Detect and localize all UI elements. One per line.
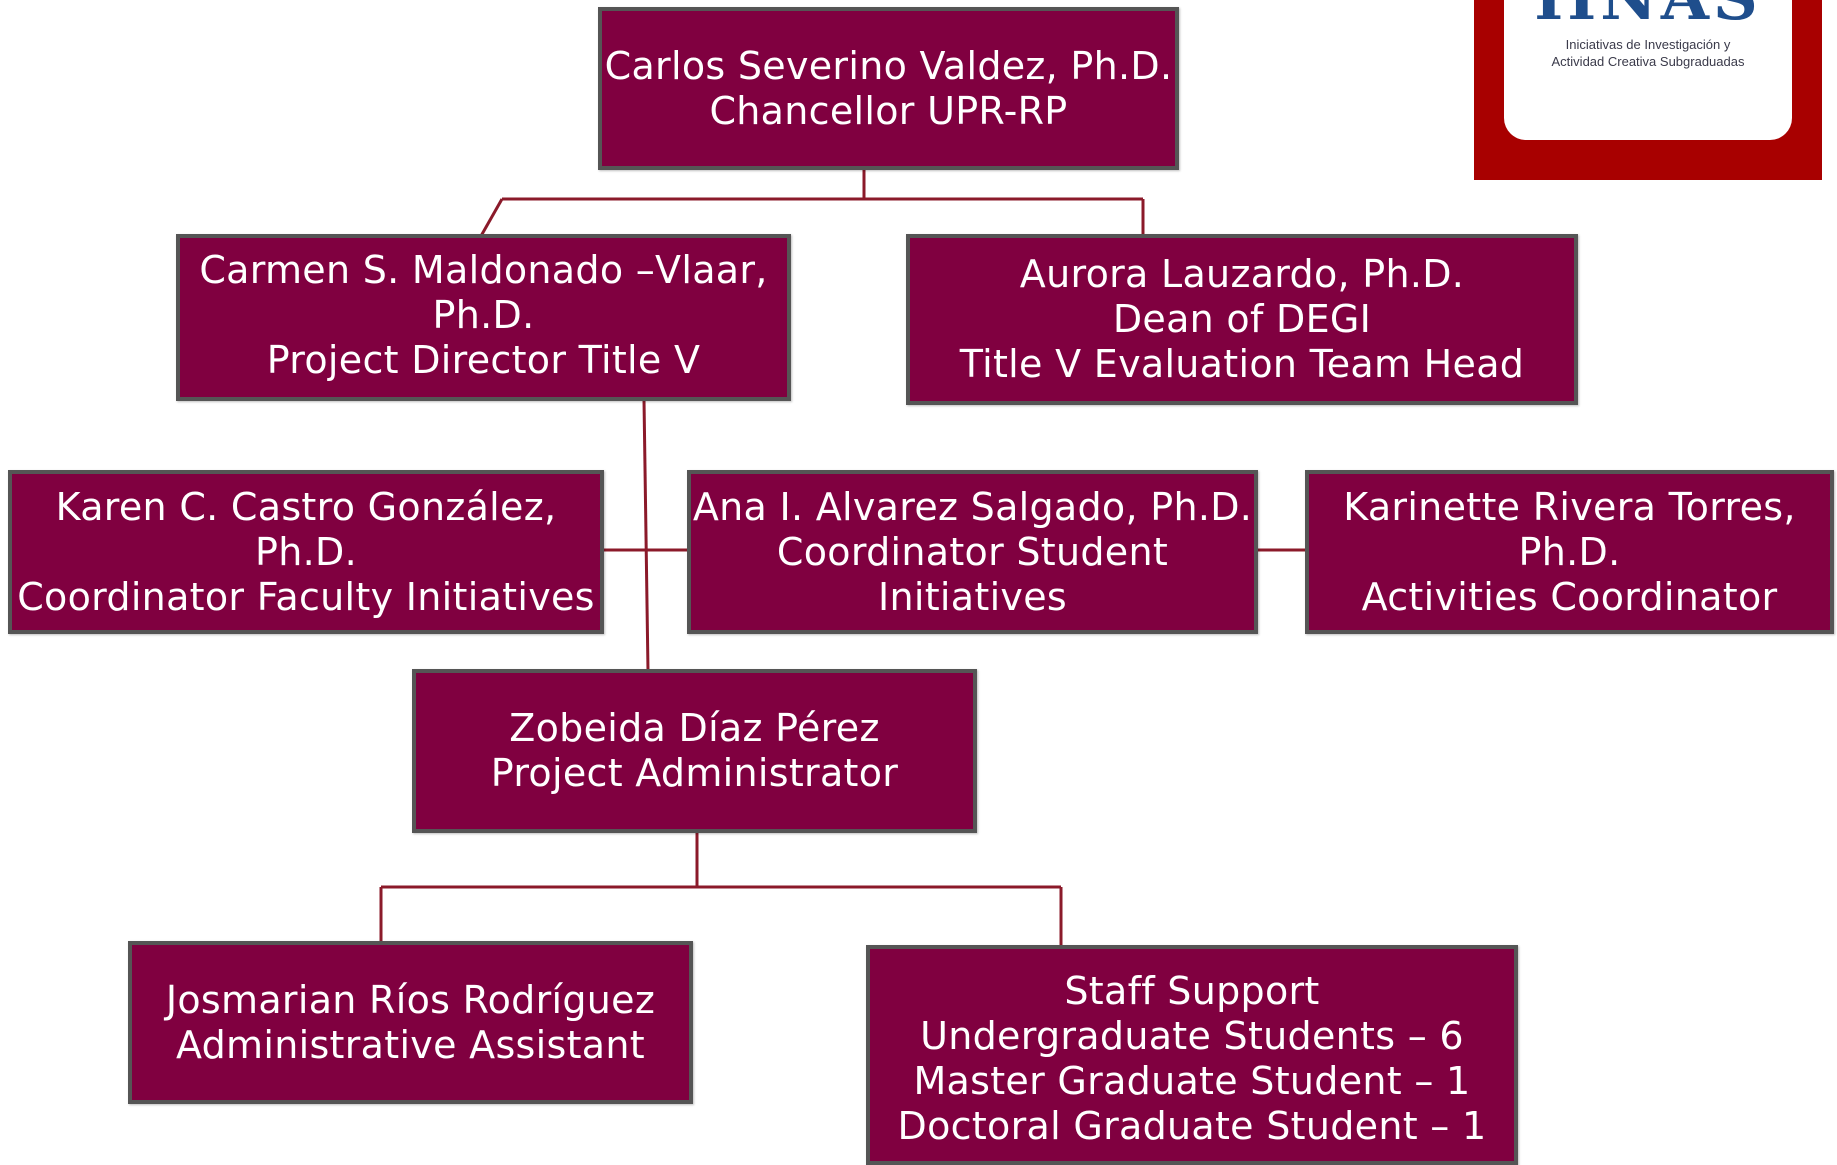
staff-support-doctoral: Doctoral Graduate Student – 1 bbox=[897, 1104, 1487, 1148]
staff-support-undergraduate: Undergraduate Students – 6 bbox=[920, 1014, 1464, 1058]
activities-coordinator-name: Karinette Rivera Torres, bbox=[1343, 484, 1796, 529]
faculty-coordinator-degree: Ph.D. bbox=[255, 529, 357, 574]
chancellor-name: Carlos Severino Valdez, Ph.D. bbox=[604, 43, 1173, 88]
logo-panel: IINAS Iniciativas de Investigación y Act… bbox=[1504, 0, 1792, 140]
logo-subtitle-line2: Actividad Creativa Subgraduadas bbox=[1551, 54, 1745, 69]
activities-coordinator-degree: Ph.D. bbox=[1518, 529, 1621, 574]
dean-title: Title V Evaluation Team Head bbox=[959, 342, 1525, 386]
connector-director-to-administrator bbox=[642, 399, 650, 672]
node-faculty-coordinator: Karen C. Castro González, Ph.D. Coordina… bbox=[8, 470, 604, 634]
staff-support-master: Master Graduate Student – 1 bbox=[913, 1059, 1471, 1103]
project-director-degree: Ph.D. bbox=[432, 293, 535, 337]
activities-coordinator-title: Activities Coordinator bbox=[1361, 574, 1778, 619]
project-director-name: Carmen S. Maldonado –Vlaar, bbox=[199, 248, 768, 292]
dean-name: Aurora Lauzardo, Ph.D. bbox=[1019, 252, 1465, 296]
administrative-assistant-name: Josmarian Ríos Rodríguez bbox=[165, 977, 656, 1022]
project-administrator-title: Project Administrator bbox=[490, 751, 899, 795]
student-coordinator-title: Coordinator Student bbox=[776, 529, 1169, 574]
student-coordinator-title-cont: Initiatives bbox=[877, 574, 1067, 619]
project-director-title: Project Director Title V bbox=[266, 338, 701, 382]
student-coordinator-name: Ana I. Alvarez Salgado, Ph.D. bbox=[692, 484, 1253, 529]
chancellor-title: Chancellor UPR-RP bbox=[709, 88, 1068, 133]
node-staff-support: Staff Support Undergraduate Students – 6… bbox=[866, 945, 1518, 1165]
node-activities-coordinator: Karinette Rivera Torres, Ph.D. Activitie… bbox=[1305, 470, 1834, 634]
staff-support-heading: Staff Support bbox=[1064, 969, 1320, 1013]
iinas-logo: IINAS Iniciativas de Investigación y Act… bbox=[1474, 0, 1822, 180]
faculty-coordinator-title: Coordinator Faculty Initiatives bbox=[17, 574, 595, 619]
node-administrative-assistant: Josmarian Ríos Rodríguez Administrative … bbox=[128, 941, 693, 1104]
administrative-assistant-title: Administrative Assistant bbox=[175, 1022, 645, 1067]
node-project-administrator: Zobeida Díaz Pérez Project Administrator bbox=[412, 669, 977, 833]
node-student-coordinator: Ana I. Alvarez Salgado, Ph.D. Coordinato… bbox=[687, 470, 1258, 634]
dean-department: Dean of DEGI bbox=[1112, 297, 1372, 341]
faculty-coordinator-name: Karen C. Castro González, bbox=[55, 484, 557, 529]
node-project-director: Carmen S. Maldonado –Vlaar, Ph.D. Projec… bbox=[176, 234, 791, 401]
logo-subtitle: Iniciativas de Investigación y Actividad… bbox=[1504, 36, 1792, 70]
project-administrator-name: Zobeida Díaz Pérez bbox=[509, 706, 880, 750]
node-dean: Aurora Lauzardo, Ph.D. Dean of DEGI Titl… bbox=[906, 234, 1578, 405]
node-chancellor: Carlos Severino Valdez, Ph.D. Chancellor… bbox=[598, 7, 1179, 170]
logo-subtitle-line1: Iniciativas de Investigación y bbox=[1565, 37, 1731, 52]
connector-to-project-director bbox=[479, 198, 504, 237]
logo-wordmark: IINAS bbox=[1504, 0, 1792, 30]
